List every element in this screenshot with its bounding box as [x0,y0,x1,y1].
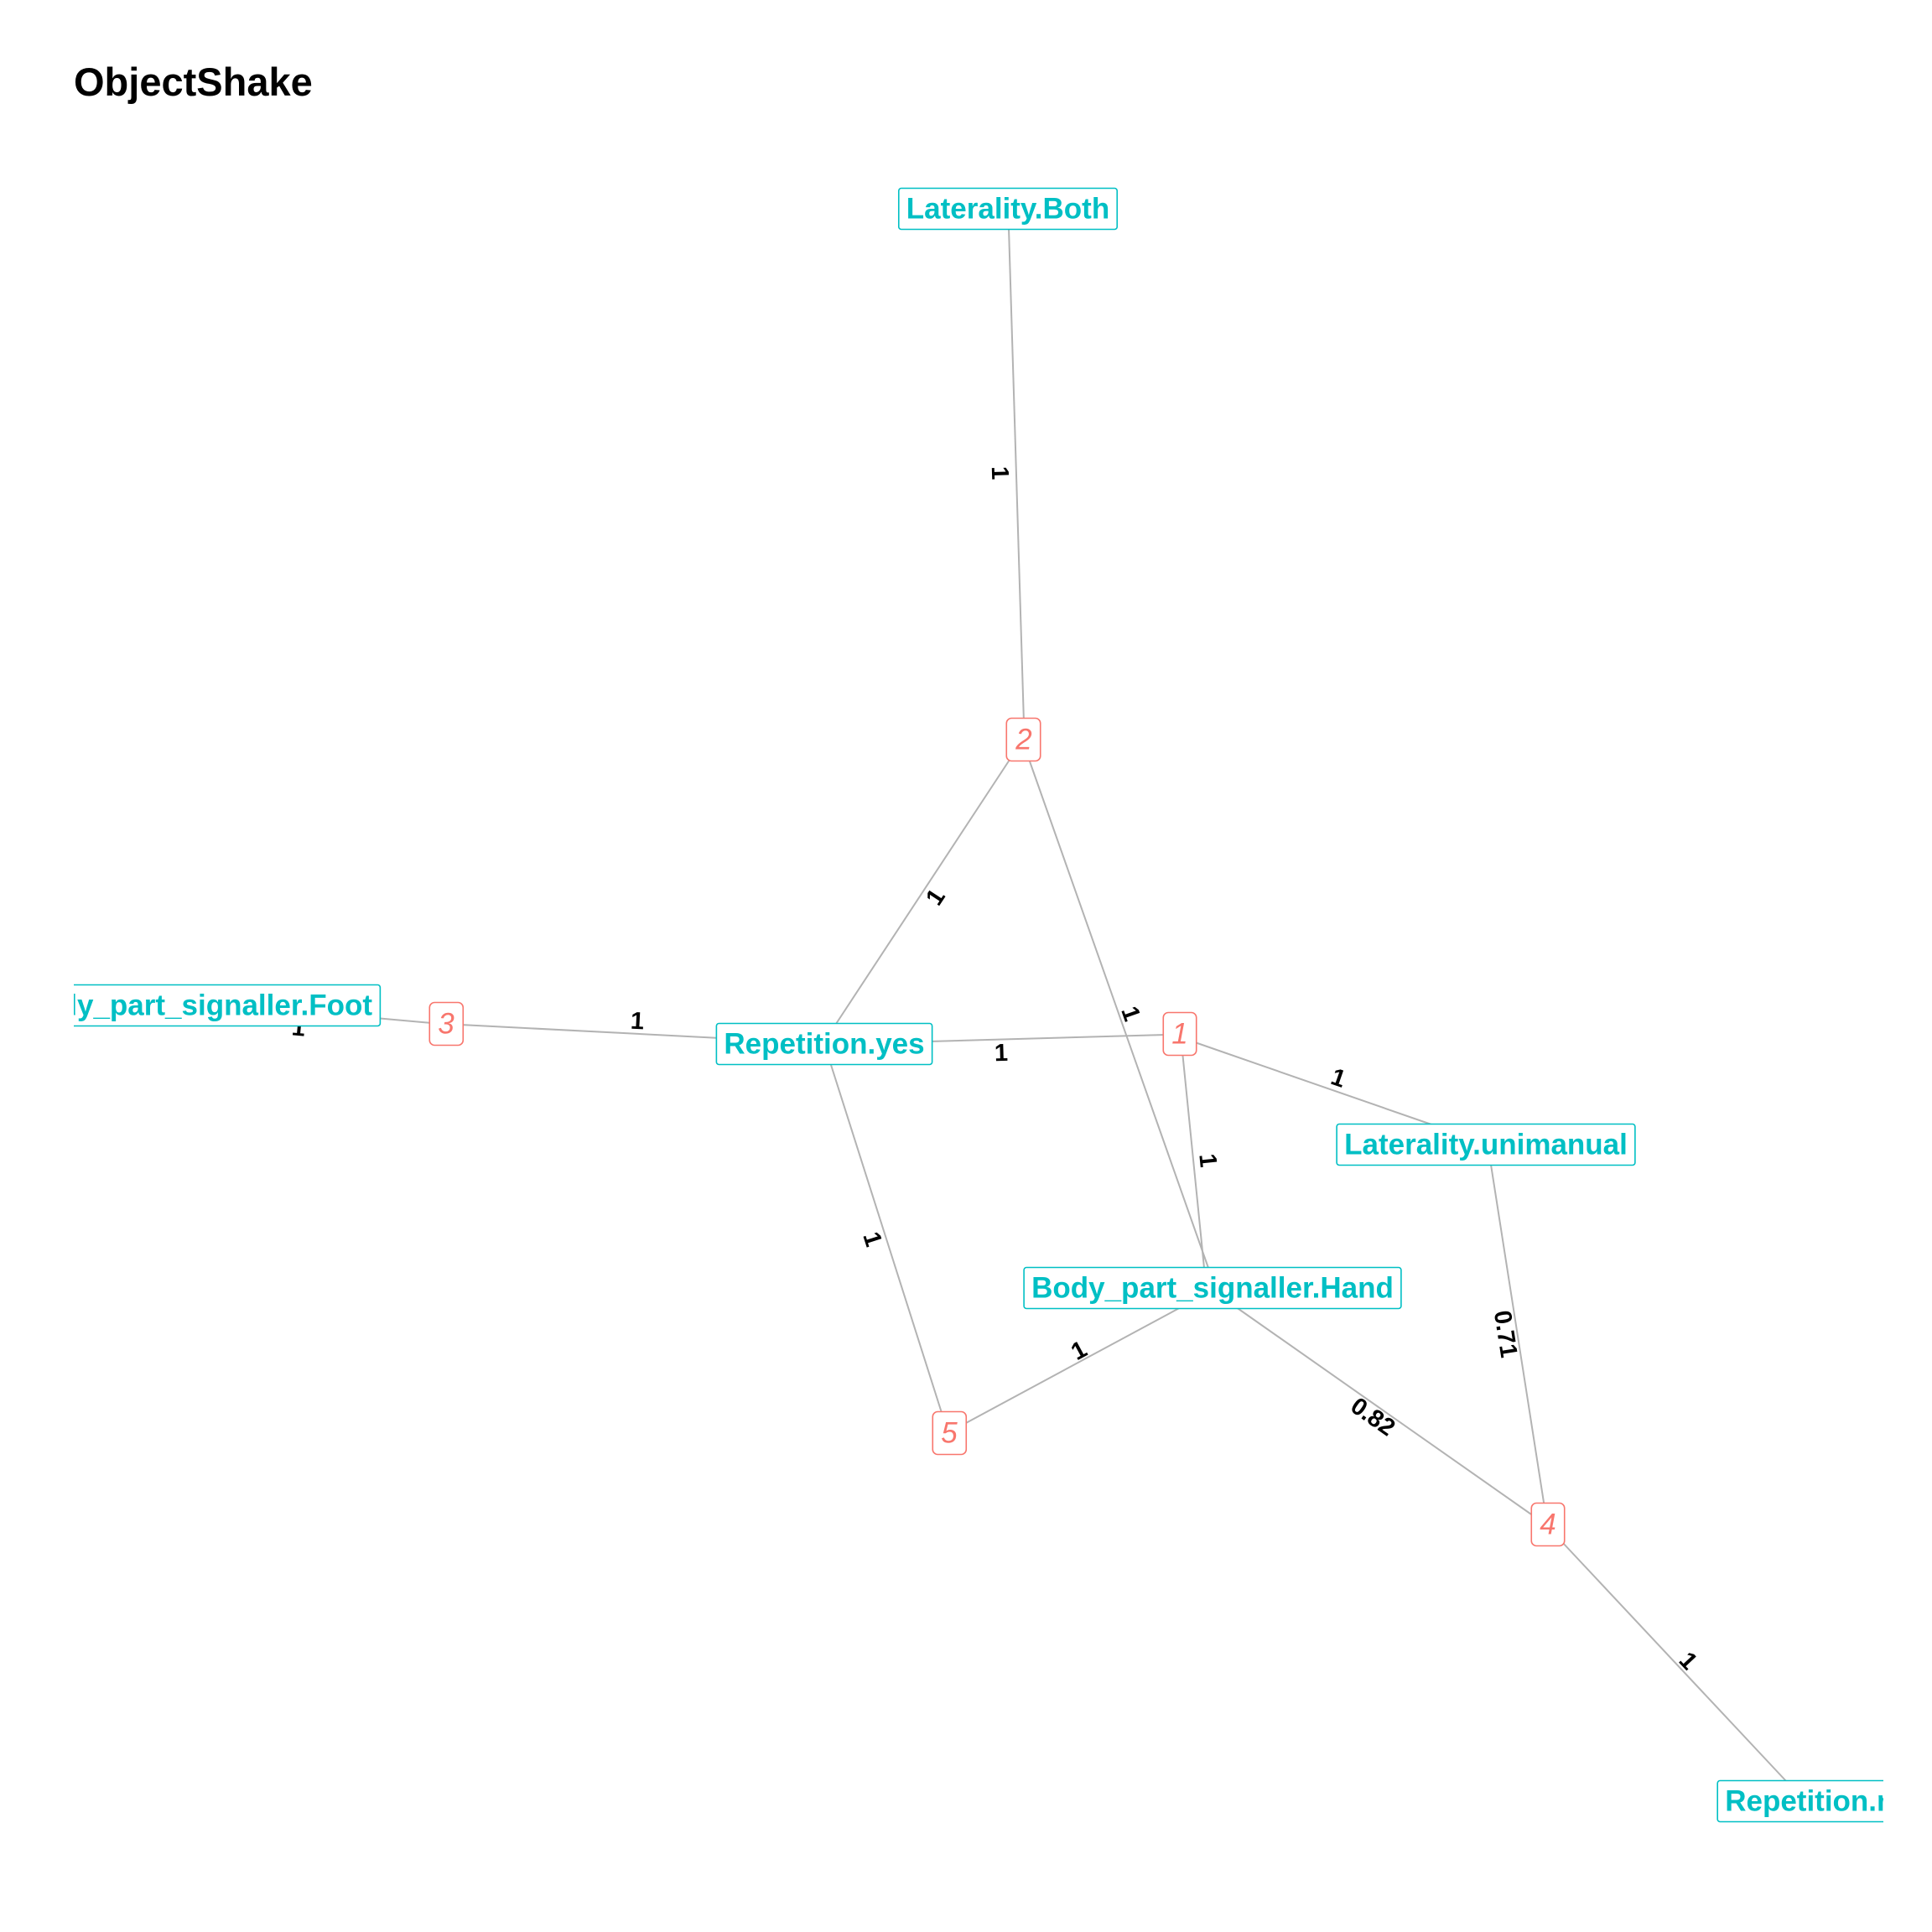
attribute-node-body-part-signaller-foot: Body_part_signaller.Foot [20,984,382,1027]
node-label: 4 [1540,1509,1555,1541]
edge-hand-c4 [1232,1304,1535,1517]
edge-weight-label-laterality-both-c2: 1 [986,465,1013,480]
node-box [1005,717,1041,762]
edge-c3-repetition-yes [460,1024,721,1039]
attribute-node-laterality-unimanual: Laterality.unimanual [1336,1123,1636,1166]
node-label: 2 [1015,724,1031,756]
edge-weight-label-repetition-yes-c5: 1 [857,1228,886,1249]
node-label: Repetition.yes [724,1028,924,1061]
edge-weight-label-laterality-unimanual-c4: 0.71 [1488,1309,1522,1360]
cluster-node-3: 3 [428,1001,465,1046]
node-box [1530,1502,1566,1547]
edge-hand-c5 [965,1306,1183,1424]
edge-repetition-yes-c5 [830,1064,943,1416]
edge-c2-repetition-yes [835,756,1012,1025]
edge-weight-label-c2-repetition-yes: 1 [921,884,951,910]
nodes-layer: Laterality.Both 2Body_part_signaller.Foot… [20,187,1913,1823]
edges-layer [337,227,1787,1782]
cluster-node-5: 5 [932,1410,968,1456]
node-box [428,1001,465,1046]
node-label: Repetition.no [1725,1785,1913,1818]
node-label: 5 [941,1417,958,1450]
edge-weight-label-hand-c5: 1 [1067,1336,1091,1366]
node-label: Body_part_signaller.Foot [20,989,372,1022]
edge-labels-layer: 1 1 1 1 1 1 1 1 1 1 0.82 0.71 1 [291,465,1703,1675]
edge-repetition-yes-c1 [928,1034,1166,1042]
edge-weight-label-c1-laterality-unimanual: 1 [1327,1063,1349,1093]
attribute-node-repetition-yes: Repetition.yes [715,1022,933,1066]
edge-c4-repetition-no [1561,1540,1787,1782]
edge-weight-label-c2-hand: 1 [1115,1003,1145,1025]
node-box [897,187,1119,231]
edge-c2-hand [1029,761,1209,1269]
node-box [932,1410,968,1456]
edge-laterality-both-c2 [1008,227,1025,724]
edge-laterality-unimanual-c4 [1490,1164,1545,1509]
plot-title: ObjectShake [74,60,313,104]
edge-c1-hand [1182,1051,1205,1269]
node-label: Body_part_signaller.Hand [1031,1272,1394,1305]
cluster-node-1: 1 [1162,1011,1197,1057]
edge-weight-label-c3-repetition-yes: 1 [630,1008,645,1036]
attribute-node-repetition-no: Repetition.no [1716,1779,1913,1823]
edge-c1-laterality-unimanual [1194,1041,1435,1126]
node-label: Laterality.Both [906,193,1109,226]
cluster-node-2: 2 [1005,717,1041,762]
graph-panel: 1 1 1 1 1 1 1 1 1 1 0.82 0.71 1 Laterality.Both 2Body… [20,187,1913,1823]
edge-weight-label-c4-repetition-no: 1 [1674,1647,1702,1675]
edge-weight-label-c1-hand: 1 [1193,1152,1221,1168]
node-box [1162,1011,1197,1057]
attribute-node-body-part-signaller-hand: Body_part_signaller.Hand [1023,1266,1402,1310]
attribute-node-laterality-both: Laterality.Both [897,187,1119,231]
node-box [1023,1266,1402,1310]
node-box [74,984,382,1027]
node-box [1336,1123,1636,1166]
edge-weight-label-repetition-yes-c1: 1 [994,1040,1008,1067]
edge-weight-label-hand-c4: 0.82 [1346,1393,1400,1442]
node-label: 1 [1171,1018,1187,1051]
node-box [1716,1779,1883,1823]
cluster-node-4: 4 [1530,1502,1566,1547]
node-box [715,1022,933,1066]
node-label: 3 [438,1008,454,1041]
node-label: Laterality.unimanual [1344,1129,1628,1161]
